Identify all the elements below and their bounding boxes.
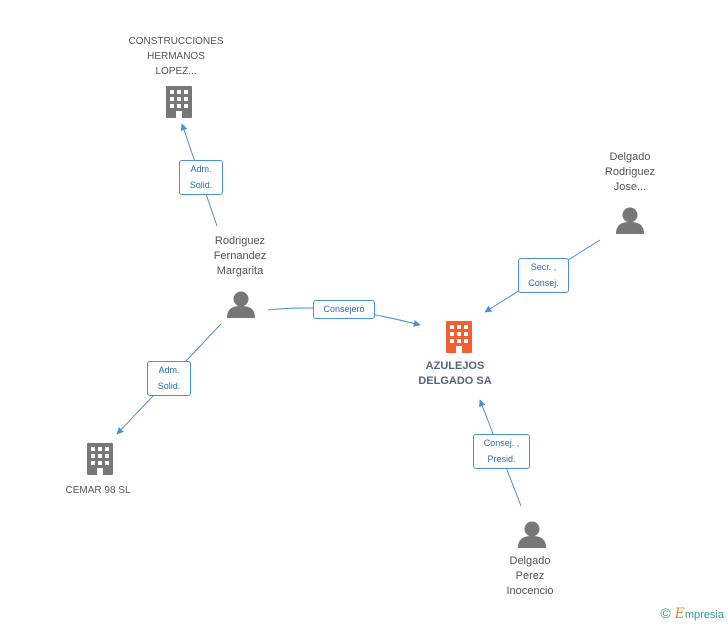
relation-badge-adm-solid[interactable]: Adm. Solid. [147,361,191,396]
badge-line: Solid. [189,180,213,190]
label-line: Jose... [613,181,647,193]
badge-line: Secr. , [530,262,557,272]
label-line: CONSTRUCCIONES [128,36,224,47]
label-line: Perez [515,570,545,582]
node-azulejos-label[interactable]: AZULEJOS DELGADO SA [400,359,510,389]
building-icon[interactable] [166,86,192,118]
label-line: Margarita [216,265,264,277]
relation-badge-adm-solid[interactable]: Adm. Solid. [179,160,223,195]
label-line: LOPEZ... [155,66,197,77]
building-icon[interactable] [446,321,472,353]
label-line: HERMANOS [147,51,205,62]
label-line: Fernandez [213,250,267,262]
badge-line: Consej. [528,278,559,288]
relation-badge-secr-consej[interactable]: Secr. , Consej. [518,258,569,293]
building-icon[interactable] [87,443,113,475]
label-line: Rodriguez [214,235,266,247]
person-icon[interactable] [616,207,644,235]
brand-initial: E [674,606,685,622]
node-delgado-inocencio-label[interactable]: Delgado Perez Inocencio [480,554,580,599]
label-line: Inocencio [506,585,554,597]
badge-line: Adm. [190,164,212,174]
label-line: CEMAR 98 SL [65,485,131,496]
label-line: Rodriguez [604,166,656,178]
badge-line: Consej. , [483,438,520,448]
node-construcciones-label[interactable]: CONSTRUCCIONES HERMANOS LOPEZ... [116,34,236,79]
relation-badge-consej-presid[interactable]: Consej. , Presid. [473,434,530,469]
label-line: Delgado [509,555,551,567]
label-line: Delgado [609,151,651,163]
empresia-logo[interactable]: ©Empresia [660,605,724,622]
node-cemar-label[interactable]: CEMAR 98 SL [48,483,148,498]
label-line: AZULEJOS [425,360,485,372]
node-delgado-jose-label[interactable]: Delgado Rodriguez Jose... [580,150,680,195]
node-rodriguez-label[interactable]: Rodriguez Fernandez Margarita [190,234,290,279]
badge-line: Presid. [487,454,516,464]
copyright-icon: © [660,605,671,621]
relation-badge-consejero[interactable]: Consejero [313,300,375,319]
badge-line: Solid. [157,381,181,391]
label-line: DELGADO SA [418,375,492,387]
badge-line: Consejero [323,304,365,314]
brand-name: mpresia [684,609,724,621]
person-icon[interactable] [227,291,255,319]
person-icon[interactable] [518,521,546,549]
badge-line: Adm. [158,365,180,375]
